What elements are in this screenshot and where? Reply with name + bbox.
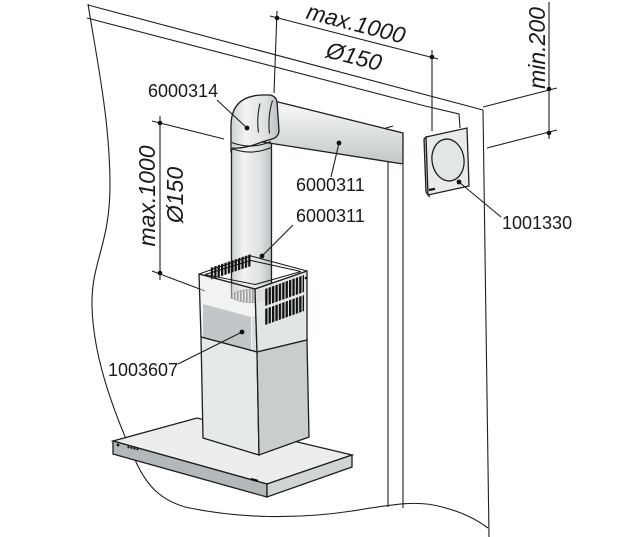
canopy-side xyxy=(266,454,353,498)
wall-top-inner-edge xyxy=(86,17,461,129)
vent-circle xyxy=(431,138,465,182)
chimney-rim-front xyxy=(198,270,308,290)
canopy-badge xyxy=(250,477,259,483)
elbow-collar-joint xyxy=(257,103,261,133)
dim-wall-clearance: min.200 xyxy=(524,7,550,89)
part-labels: 6000314 6000311 6000311 1003607 1001330 xyxy=(108,81,572,380)
dim-top-length: max.1000 xyxy=(304,0,409,49)
dim-left-height: max.1000 xyxy=(134,145,160,246)
canopy-controls xyxy=(116,443,139,451)
label-elbow: 6000314 xyxy=(148,81,218,101)
label-duct-vertical: 6000311 xyxy=(296,206,365,226)
chimney-lower-front xyxy=(200,336,260,456)
wall-outer-right-edge xyxy=(482,109,490,537)
elbow-collar-bottom xyxy=(231,140,272,147)
wall-top-outer-edge xyxy=(87,4,484,111)
label-hood-chimney: 1003607 xyxy=(108,360,178,380)
chimney-lower-side xyxy=(256,339,310,456)
vent-latch xyxy=(428,187,436,192)
chimney-side-grille-2 xyxy=(265,295,304,325)
dimension-right-clearance xyxy=(482,2,558,149)
label-wall-vent: 1001330 xyxy=(502,213,572,233)
label-duct-horizontal: 6000311 xyxy=(296,175,365,195)
leader-lines xyxy=(177,99,502,365)
duct-elbow xyxy=(230,94,280,154)
chimney-back-grille xyxy=(210,254,251,280)
dimension-top-duct-length xyxy=(269,10,439,131)
duct-vertical xyxy=(230,139,273,299)
wall-freehand-boundary xyxy=(87,3,489,529)
hood-canopy xyxy=(110,417,355,498)
dim-left-diameter: Ø150 xyxy=(162,167,188,224)
chimney-interior-shadow xyxy=(203,304,251,352)
chimney-side-grille-1 xyxy=(265,275,304,306)
hood-chimney xyxy=(198,254,310,456)
wall-vent-plate xyxy=(423,127,470,199)
wall xyxy=(86,3,490,537)
wall-inner-corner-lines xyxy=(385,125,404,508)
dimension-left-duct-height xyxy=(151,116,225,292)
